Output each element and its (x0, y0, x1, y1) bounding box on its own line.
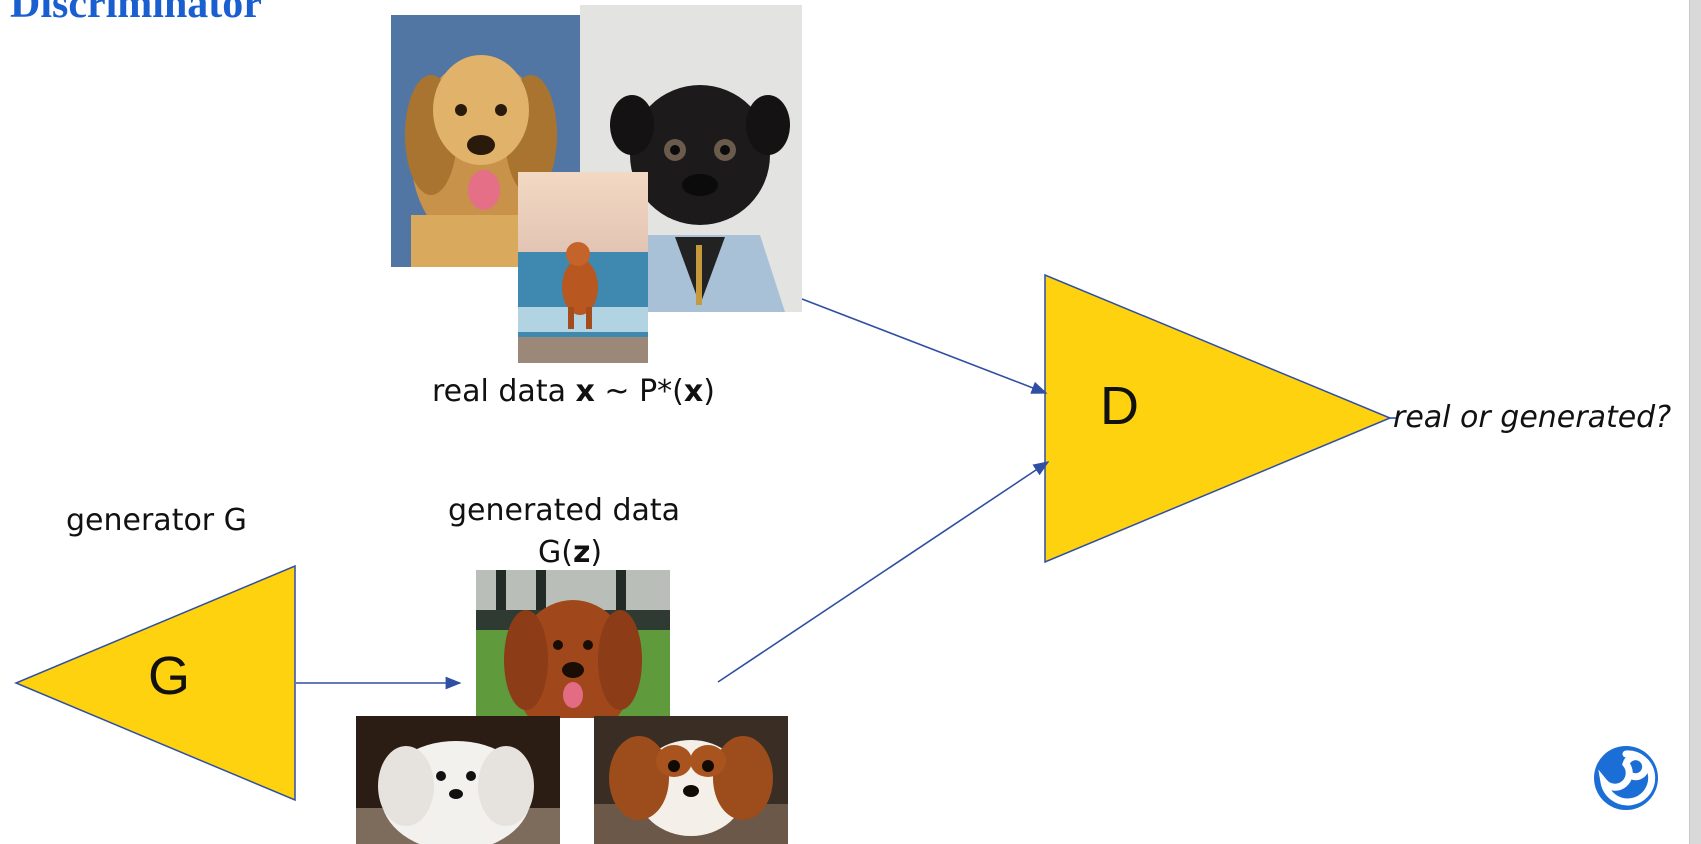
slide-title: Discriminator (10, 0, 262, 27)
arrow-real-to-d (801, 298, 1048, 394)
generated-photo-maltese (356, 716, 560, 844)
generated-photo-setter (476, 570, 670, 718)
generator-triangle (14, 564, 296, 802)
real-data-caption-suffix: ) (703, 374, 715, 409)
generated-data-caption-line1: generated data (448, 493, 681, 528)
real-data-caption-prefix: real data (432, 374, 576, 409)
real-data-caption-x: x (575, 374, 595, 409)
generated-photo-cavalier (594, 716, 788, 844)
real-data-caption: real data x ~ P*(x) (432, 374, 715, 409)
arrow-generated-to-d (717, 461, 1050, 683)
generated-data-caption-line2: G(z) (538, 535, 602, 570)
real-photo-golden-retriever (391, 15, 580, 267)
generated-data-caption-line2-prefix: G( (538, 535, 573, 570)
real-data-caption-mid: ~ P*( (594, 374, 684, 409)
generator-caption: generator G (66, 503, 247, 538)
discriminator-letter: D (1100, 376, 1139, 436)
slide-edge (1689, 0, 1701, 844)
real-data-caption-x2: x (683, 374, 704, 409)
discriminator-triangle (1044, 273, 1392, 564)
generated-data-caption-z: z (572, 535, 591, 570)
generated-data-caption-line2-suffix: ) (590, 535, 603, 570)
output-label: real or generated? (1393, 400, 1672, 435)
real-photo-beach-dog (518, 172, 648, 363)
generator-letter: G (148, 646, 191, 706)
deepmind-logo-icon (1594, 746, 1658, 810)
real-photo-pug (580, 5, 802, 312)
